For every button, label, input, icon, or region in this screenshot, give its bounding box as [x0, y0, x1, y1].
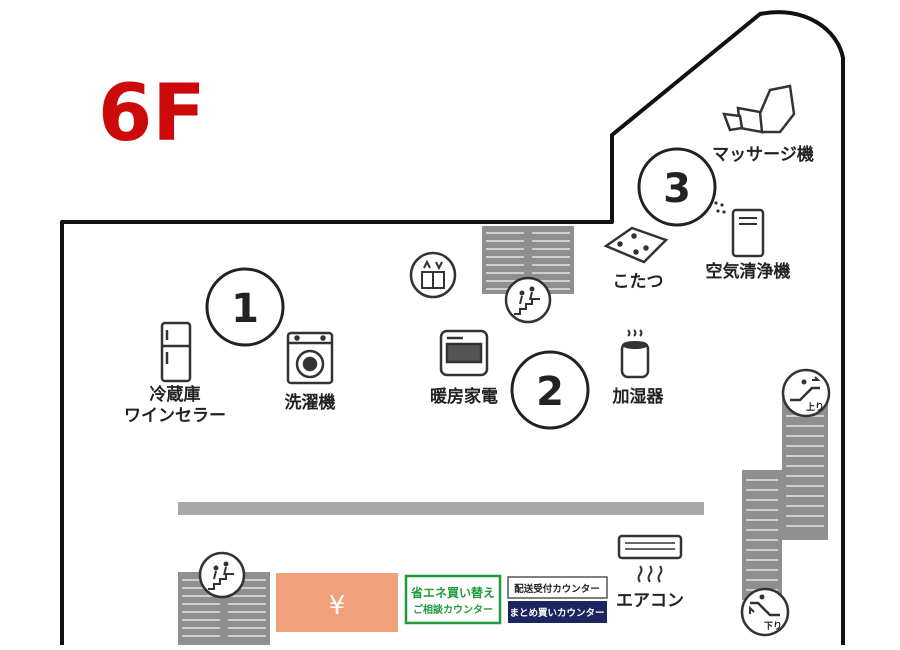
- zone-1[interactable]: 1: [205, 267, 285, 347]
- refrigerator-label-2: ワインセラー: [124, 406, 226, 426]
- escalator-up-badge[interactable]: 上り: [781, 368, 831, 418]
- stairs-icon-top: [504, 276, 552, 324]
- bulk-counter-label: まとめ買いカウンター: [509, 607, 604, 619]
- cashier-counter[interactable]: ¥: [276, 573, 398, 632]
- air-conditioner-icon: [617, 534, 683, 583]
- cashier-yen-icon: ¥: [329, 591, 346, 621]
- zone-3[interactable]: 3: [637, 147, 717, 227]
- heater-label: 暖房家電: [430, 386, 498, 407]
- floor-label: 6F: [98, 69, 206, 159]
- delivery-counter[interactable]: 配送受付カウンター: [507, 576, 608, 599]
- eco-counter-line1: 省エネ買い替え: [410, 585, 495, 600]
- refrigerator-label-1: 冷蔵庫: [150, 384, 201, 405]
- kotatsu-label: こたつ: [613, 272, 664, 292]
- escalator-down-label: 下り: [764, 621, 782, 632]
- delivery-counter-label: 配送受付カウンター: [514, 583, 600, 595]
- staircase-top: [482, 226, 574, 294]
- zone-2-number: 2: [536, 369, 564, 415]
- zone-3-number: 3: [663, 166, 691, 212]
- humidifier-icon: [620, 329, 650, 379]
- air-purifier-label: 空気清浄機: [706, 261, 791, 282]
- escalator-up-track: [782, 397, 828, 540]
- zone-1-number: 1: [231, 286, 259, 332]
- washing-machine-icon: [286, 331, 334, 385]
- washer-label: 洗濯機: [285, 392, 336, 413]
- escalator-down-track: [742, 470, 782, 600]
- heater-icon: [439, 329, 489, 377]
- massage-label: マッサージ機: [712, 144, 814, 165]
- massage-chair-icon: [722, 84, 796, 134]
- zone-2[interactable]: 2: [510, 350, 590, 430]
- refrigerator-icon: [160, 321, 192, 383]
- stairs-icon-bottom: [198, 551, 246, 599]
- humidifier-label: 加湿器: [612, 387, 665, 407]
- elevator-icon: [409, 251, 457, 299]
- aircon-label: エアコン: [616, 591, 684, 611]
- bulk-purchase-counter[interactable]: まとめ買いカウンター: [508, 601, 607, 623]
- air-purifier-icon: [714, 201, 765, 258]
- escalator-up-label: 上り: [806, 401, 824, 413]
- escalator-down-badge[interactable]: 下り: [740, 587, 790, 637]
- eco-consultation-counter[interactable]: 省エネ買い替え ご相談カウンター: [404, 574, 502, 625]
- floor-outline: [60, 10, 845, 645]
- kotatsu-icon: [603, 226, 669, 264]
- aisle-bar: [178, 502, 704, 515]
- eco-counter-line2: ご相談カウンター: [413, 603, 493, 616]
